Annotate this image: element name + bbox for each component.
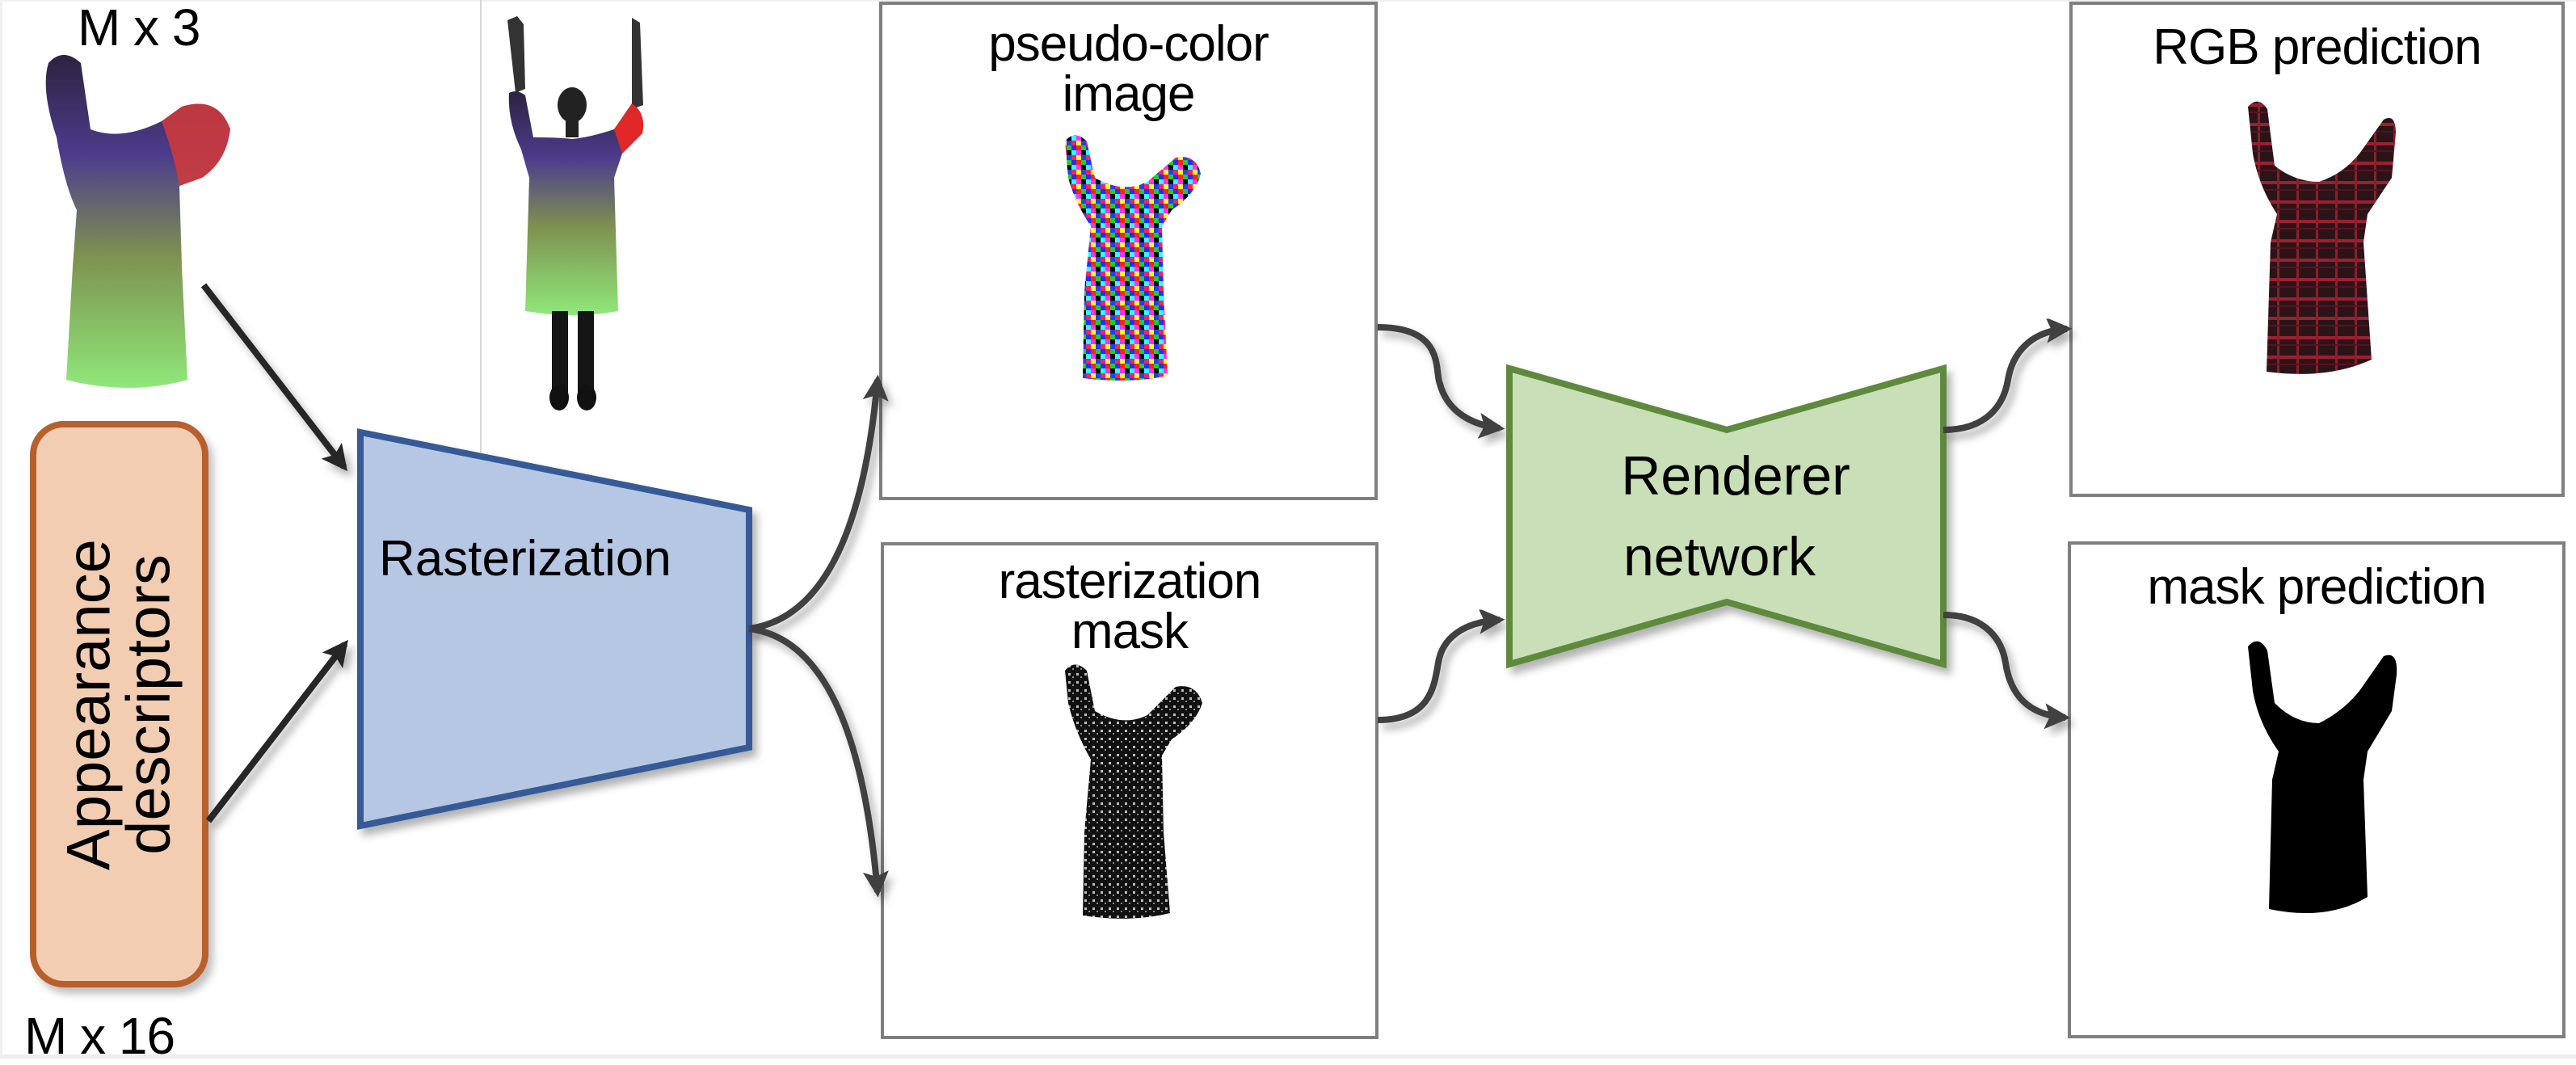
bottom-band bbox=[0, 1054, 2576, 1059]
raster-to-pseudo-arrow bbox=[748, 374, 889, 632]
point-cloud-dims-label: M x 3 bbox=[78, 0, 200, 57]
renderer-label-line1: Renderer bbox=[1621, 445, 1850, 507]
rgb-prediction-dress-icon bbox=[2248, 101, 2396, 374]
pseudo-color-title-line1: pseudo-color bbox=[988, 16, 1269, 72]
rasterization-mask-title-line1: rasterization bbox=[998, 554, 1262, 609]
renderer-network-block: Renderer network bbox=[1506, 364, 1947, 669]
pseudo-to-renderer-arrow bbox=[1377, 324, 1505, 439]
rasterization-block: Rasterization bbox=[357, 428, 752, 830]
pseudo-color-dress-icon bbox=[1065, 135, 1201, 381]
renderer-to-mask-pred-arrow bbox=[1943, 612, 2071, 730]
left-edge bbox=[0, 0, 2, 1059]
raster-to-mask-arrow bbox=[748, 625, 889, 898]
descriptors-to-raster-arrow bbox=[205, 639, 348, 823]
appearance-descriptors-box: Appearance descriptors bbox=[30, 421, 208, 987]
guide-line bbox=[480, 0, 482, 453]
point-cloud-dress-icon bbox=[45, 55, 231, 388]
renderer-to-rgb-arrow bbox=[1943, 317, 2073, 433]
mask-to-renderer-arrow bbox=[1377, 608, 1505, 723]
rgb-prediction-title: RGB prediction bbox=[2153, 19, 2481, 75]
rasterization-label: Rasterization bbox=[379, 531, 671, 587]
mask-prediction-dress-icon bbox=[2248, 641, 2397, 913]
point-cloud-to-raster-arrow bbox=[200, 283, 347, 472]
descriptor-dims-label: M x 16 bbox=[24, 1007, 175, 1065]
renderer-label-line2: network bbox=[1623, 526, 1816, 587]
top-edge bbox=[0, 0, 2576, 2]
posed-human-icon bbox=[507, 16, 644, 410]
rasterization-mask-dress-icon bbox=[1065, 664, 1202, 919]
pseudo-color-title-line2: image bbox=[1062, 66, 1196, 122]
rasterization-mask-title-line2: mask bbox=[1071, 604, 1189, 659]
mask-prediction-title: mask prediction bbox=[2147, 559, 2486, 615]
